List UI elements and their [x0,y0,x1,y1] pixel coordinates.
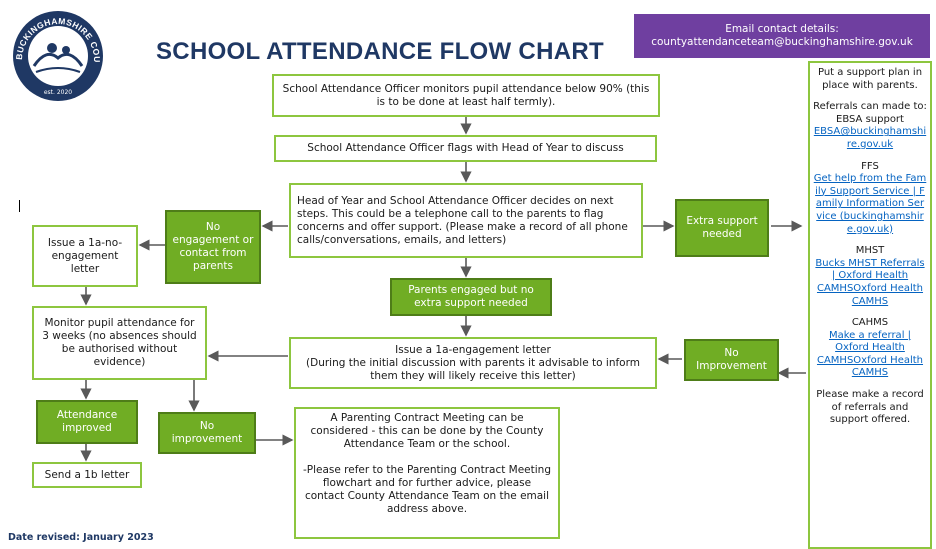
council-logo: BUCKINGHAMSHIRE COUNCIL est. 2020 [3,0,116,104]
monitor-3-weeks-box: Monitor pupil attendance for 3 weeks (no… [32,306,207,380]
no-engagement-box: No engagement or contact from parents [165,210,261,284]
issue-1a-engagement-body: (During the initial discussion with pare… [306,356,640,382]
date-revised: Date revised: January 2023 [8,532,154,543]
referrals-heading: Referrals can made to: [813,101,927,113]
support-plan-intro: Put a support plan in place with parents… [817,67,923,91]
mhst-label: MHST [855,245,885,257]
parenting-contract-text-1: A Parenting Contract Meeting can be cons… [310,412,544,450]
parents-engaged-box: Parents engaged but no extra support nee… [390,278,552,316]
email-contact-box: Email contact details: countyattendancet… [634,14,930,58]
mhst-link[interactable]: Bucks MHST Referrals | Oxford Health CAM… [815,257,925,307]
send-1b-letter-box: Send a 1b letter [32,462,142,488]
monitor-attendance-box: School Attendance Officer monitors pupil… [272,74,660,117]
issue-1a-engagement-box: Issue a 1a-engagement letter (During the… [289,337,657,389]
decides-next-steps-box: Head of Year and School Attendance Offic… [289,183,643,258]
ebsa-email-link[interactable]: EBSA@buckinghamshire.gov.uk [813,126,927,150]
no-improvement-left-box: No improvement [158,412,256,454]
text-cursor [19,200,20,212]
extra-support-box: Extra support needed [675,199,769,257]
cahms-link[interactable]: Make a referral | Oxford Health CAMHSOxf… [816,329,924,379]
no-improvement-right-box: No Improvement [684,339,779,381]
email-heading: Email contact details: [725,23,839,35]
attendance-improved-box: Attendance improved [36,400,138,444]
ffs-link[interactable]: Get help from the Family Support Service… [813,173,927,235]
issue-1a-engagement-title: Issue a 1a-engagement letter [395,343,551,356]
cahms-label: CAHMS [851,317,889,329]
support-plan-panel: Put a support plan in place with parents… [808,61,932,549]
email-address: countyattendanceteam@buckinghamshire.gov… [651,36,913,48]
issue-1a-no-engagement-box: Issue a 1a-no-engagement letter [32,225,138,287]
closing-note: Please make a record of referrals and su… [816,389,924,426]
parenting-contract-box: A Parenting Contract Meeting can be cons… [294,407,560,539]
ebsa-label: EBSA support [836,113,904,125]
logo-est-text: est. 2020 [44,89,72,96]
parenting-contract-text-2: -Please refer to the Parenting Contract … [302,464,552,515]
ffs-label: FFS [861,160,879,172]
page-title: SCHOOL ATTENDANCE FLOW CHART [156,38,604,65]
flags-head-of-year-box: School Attendance Officer flags with Hea… [274,135,657,162]
